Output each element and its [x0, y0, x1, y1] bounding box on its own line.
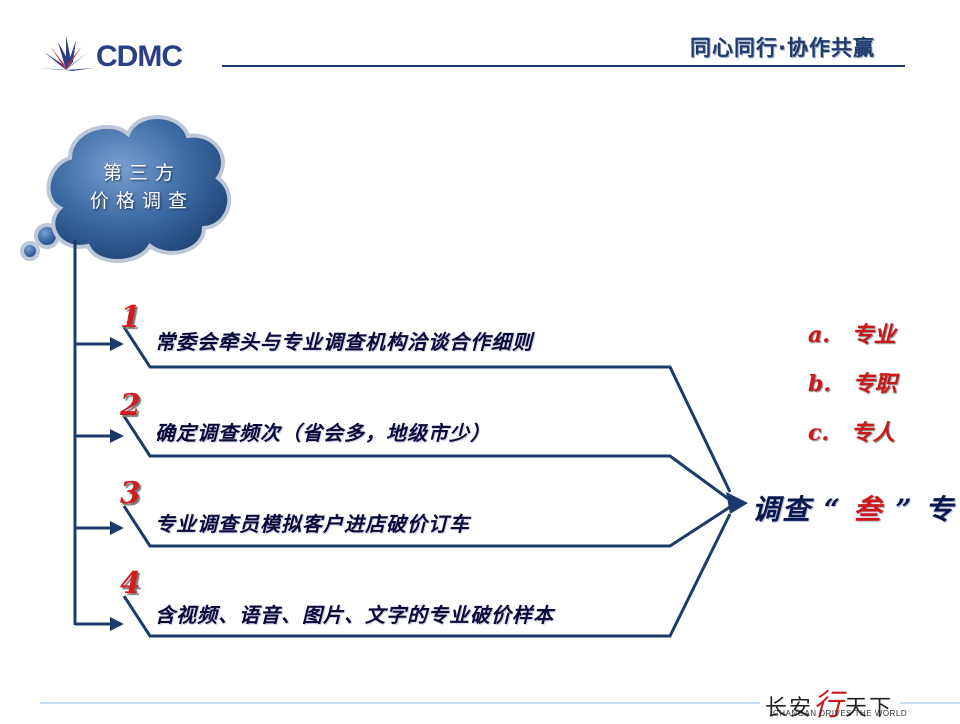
bracket-1 [122, 326, 732, 493]
step-number-1: 1 [120, 300, 141, 335]
sub-item-b-marker: b. [808, 371, 832, 397]
bracket-3 [122, 505, 731, 548]
sub-item-a-marker: a. [808, 322, 830, 348]
sub-item-c: c. 专人 [808, 415, 895, 447]
footer-cn-right: 天下 [845, 696, 894, 721]
summary-highlight: 叁 [853, 493, 884, 526]
summary-close-quote: ” [895, 493, 914, 526]
arrowhead-4 [110, 617, 124, 631]
step-number-4: 4 [120, 566, 141, 601]
arrowhead-2 [110, 429, 124, 443]
converge-arrowhead [726, 492, 748, 514]
cloud-bubble [20, 115, 232, 263]
step-number-3: 3 [120, 476, 141, 511]
sub-item-c-text: 专人 [850, 420, 895, 446]
bracket-2 [122, 415, 731, 502]
footer-cn-mid: 行 [813, 688, 846, 723]
step-text-3: 专业调查员模拟客户进店破价订车 [155, 512, 470, 536]
cdmc-logo-icon [38, 36, 94, 71]
cloud-title-line1: 第三方 [102, 162, 181, 184]
summary-suffix: 专 [925, 493, 956, 526]
bracket-4 [122, 513, 732, 638]
footer-divider [40, 702, 760, 704]
step-text-1: 常委会牵头与专业调查机构洽谈合作细则 [155, 330, 533, 354]
cloud-title-line2: 价格调查 [89, 190, 194, 212]
step-number-2: 2 [120, 388, 141, 423]
cdmc-logo-text: CDMC [96, 40, 183, 74]
changan-footer-logo: 长安行天下 [765, 680, 893, 724]
summary-prefix: 调查 [752, 493, 813, 526]
sub-item-b: b. 专职 [808, 366, 897, 398]
footer-cn-left: 长安 [765, 696, 814, 721]
header-divider [222, 65, 905, 67]
step-text-2: 确定调查频次（省会多，地级市少） [155, 421, 491, 445]
slogan: 同心同行·协作共赢 [690, 36, 875, 60]
arrowhead-3 [110, 521, 124, 535]
footer-divider-right [900, 702, 960, 704]
arrowhead-1 [110, 337, 124, 351]
sub-item-a: a. 专业 [808, 317, 896, 349]
footer-en-tagline: CHANGAN DRIVES THE WORLD [773, 709, 908, 718]
sub-item-b-text: 专职 [852, 371, 897, 397]
step-text-4: 含视频、语音、图片、文字的专业破价样本 [155, 603, 554, 627]
sub-item-c-marker: c. [808, 420, 830, 446]
sub-item-a-text: 专业 [851, 322, 896, 348]
summary-label: 调查 “ 叁 ” 专 [752, 488, 955, 528]
logo-wordmark: CDMC [96, 40, 183, 73]
summary-open-quote: “ [823, 493, 842, 526]
